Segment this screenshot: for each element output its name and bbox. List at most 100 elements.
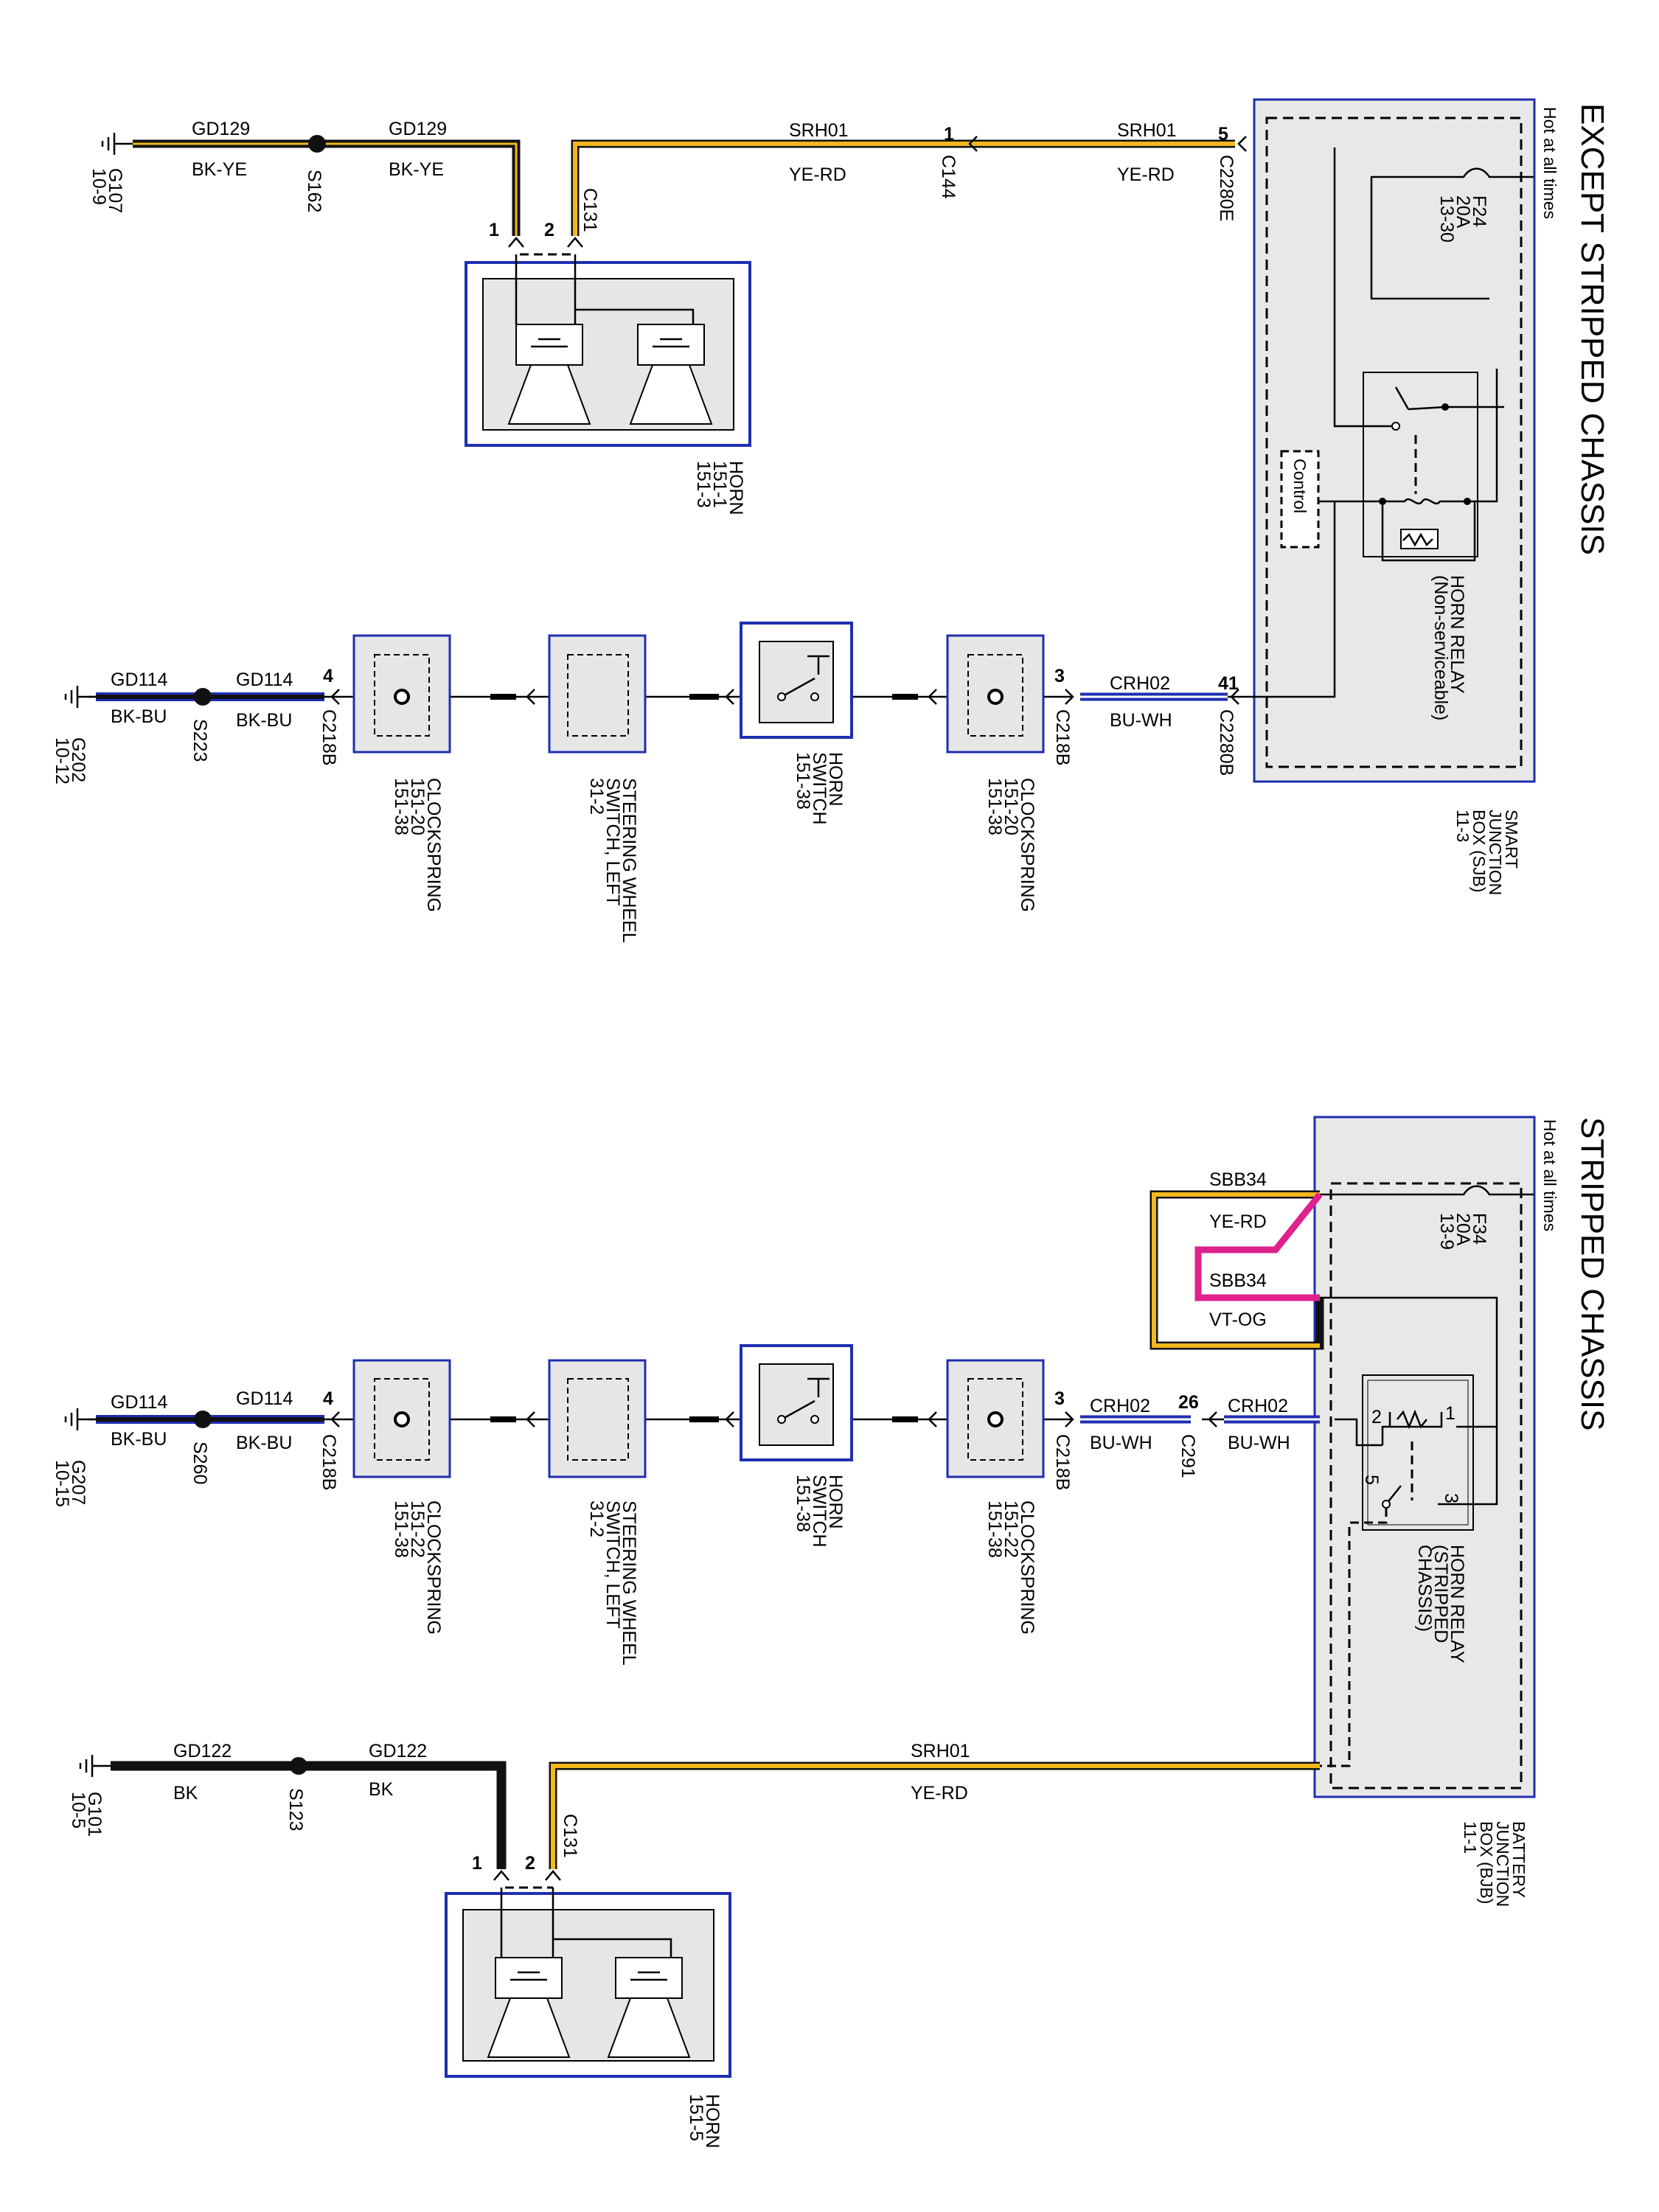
sjb-label-3: BOX (SJB) bbox=[1470, 810, 1489, 892]
gd122-a-color: BK bbox=[173, 1783, 198, 1804]
section-except-stripped: EXCEPT STRIPPED CHASSIS Hot at all times… bbox=[52, 98, 1610, 943]
horn-pin-2: 2 bbox=[544, 220, 554, 240]
srh01-bottom-label: SRH01 bbox=[911, 1741, 970, 1761]
bjb-inner-dashed bbox=[1329, 1182, 1523, 1790]
relay2-pin5: 5 bbox=[1361, 1475, 1382, 1485]
clockspring-left-2-r2: 151-38 bbox=[391, 1500, 411, 1558]
clockspring-right-r1: 151-20 bbox=[1001, 778, 1021, 835]
horn-switch-l2: SWITCH bbox=[809, 752, 830, 825]
wire-srh01-feed bbox=[571, 139, 1235, 236]
steering-wheel-switch-left-2 bbox=[548, 1359, 647, 1478]
hot-label-2: Hot at all times bbox=[1540, 1119, 1559, 1231]
gd122-b-label: GD122 bbox=[369, 1741, 427, 1761]
fuse2-rating: 20A bbox=[1453, 1213, 1473, 1246]
horn-label: HORN bbox=[726, 461, 746, 515]
relay2-coil-icon bbox=[1381, 1409, 1497, 1445]
gd129-label-a: GD129 bbox=[192, 119, 250, 139]
steer-l3: 31-2 bbox=[586, 778, 607, 815]
ground-g202-icon bbox=[64, 686, 96, 708]
relay2-label-1: HORN RELAY bbox=[1447, 1545, 1467, 1663]
relay-label-2: (Non-serviceable) bbox=[1430, 575, 1451, 720]
srh01-color-a: YE-RD bbox=[1117, 164, 1175, 185]
ground-g101: G101 bbox=[84, 1792, 105, 1837]
sjb-label-2: JUNCTION bbox=[1486, 810, 1505, 895]
relay2-pin1: 1 bbox=[1445, 1403, 1455, 1424]
pin-c291: 26 bbox=[1178, 1392, 1199, 1413]
fuse2-name: F34 bbox=[1469, 1213, 1489, 1245]
ground-g207-icon bbox=[64, 1408, 96, 1430]
relay2-pin2: 2 bbox=[1371, 1407, 1382, 1427]
horn-relay-stripped-box bbox=[1362, 1374, 1474, 1531]
gd114-2a-label: GD114 bbox=[111, 1392, 167, 1413]
crh02-a-label: CRH02 bbox=[1090, 1396, 1150, 1416]
switch-contact-icon bbox=[781, 655, 830, 698]
crh02-color: BU-WH bbox=[1110, 710, 1172, 731]
horn2-ref: 151-5 bbox=[686, 2094, 706, 2141]
conn-c144: C144 bbox=[938, 155, 959, 199]
battery-junction-box bbox=[1313, 1116, 1536, 1798]
clockspring-right-2-r2: 151-38 bbox=[984, 1500, 1005, 1558]
sbb34-a-label: SBB34 bbox=[1209, 1169, 1267, 1190]
relay-label-1: HORN RELAY bbox=[1447, 575, 1467, 694]
ground-g101-icon bbox=[79, 1755, 111, 1777]
clockspring-right-2-label: CLOCKSPRING bbox=[1017, 1500, 1037, 1635]
clockspring-left-2-r1: 151-22 bbox=[407, 1500, 428, 1558]
fuse-f24-icon bbox=[1370, 167, 1534, 300]
switch2-contact-icon bbox=[781, 1377, 830, 1421]
relay-coil-icon bbox=[1382, 369, 1498, 505]
horn-relay-box bbox=[1363, 372, 1478, 557]
gd114-a-color: BK-BU bbox=[111, 706, 167, 727]
relay-switch-icon bbox=[1333, 147, 1504, 428]
gd122-a-label: GD122 bbox=[173, 1741, 232, 1761]
steering-wheel-switch-left bbox=[548, 634, 647, 754]
conn-c218b-a: C218B bbox=[1052, 709, 1073, 765]
splice-s162 bbox=[308, 135, 326, 153]
horn2-speaker-icon bbox=[487, 1888, 691, 2058]
gd114-b-color: BK-BU bbox=[236, 710, 292, 731]
pin-c2280b: 41 bbox=[1218, 673, 1239, 694]
horn-ref1: 151-1 bbox=[709, 461, 730, 508]
conn-c218b-b2: C218B bbox=[319, 1434, 339, 1490]
splice-s162-label: S162 bbox=[304, 170, 324, 212]
splice-s223-label: S223 bbox=[189, 719, 210, 762]
gd129-color-b: BK-YE bbox=[389, 159, 444, 180]
crh02-label: CRH02 bbox=[1110, 673, 1170, 694]
gd129-color-a: BK-YE bbox=[192, 159, 247, 180]
clockspring-left-label: CLOCKSPRING bbox=[423, 778, 444, 912]
relay2-label-3: CHASSIS) bbox=[1414, 1545, 1435, 1632]
conn-c291: C291 bbox=[1178, 1434, 1198, 1478]
conn-c218b-b: C218B bbox=[319, 709, 339, 765]
sjb-label-4: 11-3 bbox=[1453, 810, 1472, 842]
splice-s123-label: S123 bbox=[285, 1788, 306, 1831]
conn-c131: C131 bbox=[580, 188, 600, 232]
steer2-l3: 31-2 bbox=[586, 1500, 607, 1537]
horn-switch-2-l2: SWITCH bbox=[809, 1475, 830, 1548]
horn-switch-2-l3: 151-38 bbox=[793, 1475, 813, 1532]
steer2-l2: SWITCH, LEFT bbox=[602, 1500, 623, 1629]
ground-g107-icon bbox=[101, 133, 133, 155]
relay2-label-2: (STRIPPED bbox=[1430, 1545, 1451, 1643]
horn-pin-1: 1 bbox=[489, 220, 499, 240]
pin-c144: 1 bbox=[944, 124, 954, 145]
srh01-color-b: YE-RD bbox=[789, 164, 846, 185]
horn-ref2: 151-3 bbox=[693, 461, 714, 508]
conn-c2280b: C2280B bbox=[1216, 709, 1237, 776]
bjb-label-2: JUNCTION bbox=[1493, 1821, 1512, 1907]
ground-g107: G107 bbox=[105, 168, 125, 213]
gd122-b-color: BK bbox=[369, 1779, 394, 1800]
steer-l1: STEERING WHEEL bbox=[619, 778, 639, 943]
conn-c131-2: C131 bbox=[560, 1814, 580, 1858]
ground-g202: G202 bbox=[68, 737, 88, 782]
bjb-label-4: 11-1 bbox=[1461, 1821, 1480, 1854]
steer2-l1: STEERING WHEEL bbox=[619, 1500, 639, 1666]
pin-c218b-b: 4 bbox=[323, 666, 333, 686]
relay2-pin3: 3 bbox=[1441, 1493, 1461, 1503]
gd114-a-label: GD114 bbox=[111, 669, 167, 690]
sjb-label-1: SMART bbox=[1502, 810, 1521, 869]
smart-junction-box bbox=[1253, 98, 1536, 783]
fuse-f34-icon bbox=[1320, 1185, 1534, 1196]
gd114-b-label: GD114 bbox=[236, 669, 293, 690]
gd114-2a-color: BK-BU bbox=[111, 1429, 167, 1450]
crh02-b-label: CRH02 bbox=[1228, 1396, 1288, 1416]
srh01-bottom-color: YE-RD bbox=[911, 1783, 968, 1804]
